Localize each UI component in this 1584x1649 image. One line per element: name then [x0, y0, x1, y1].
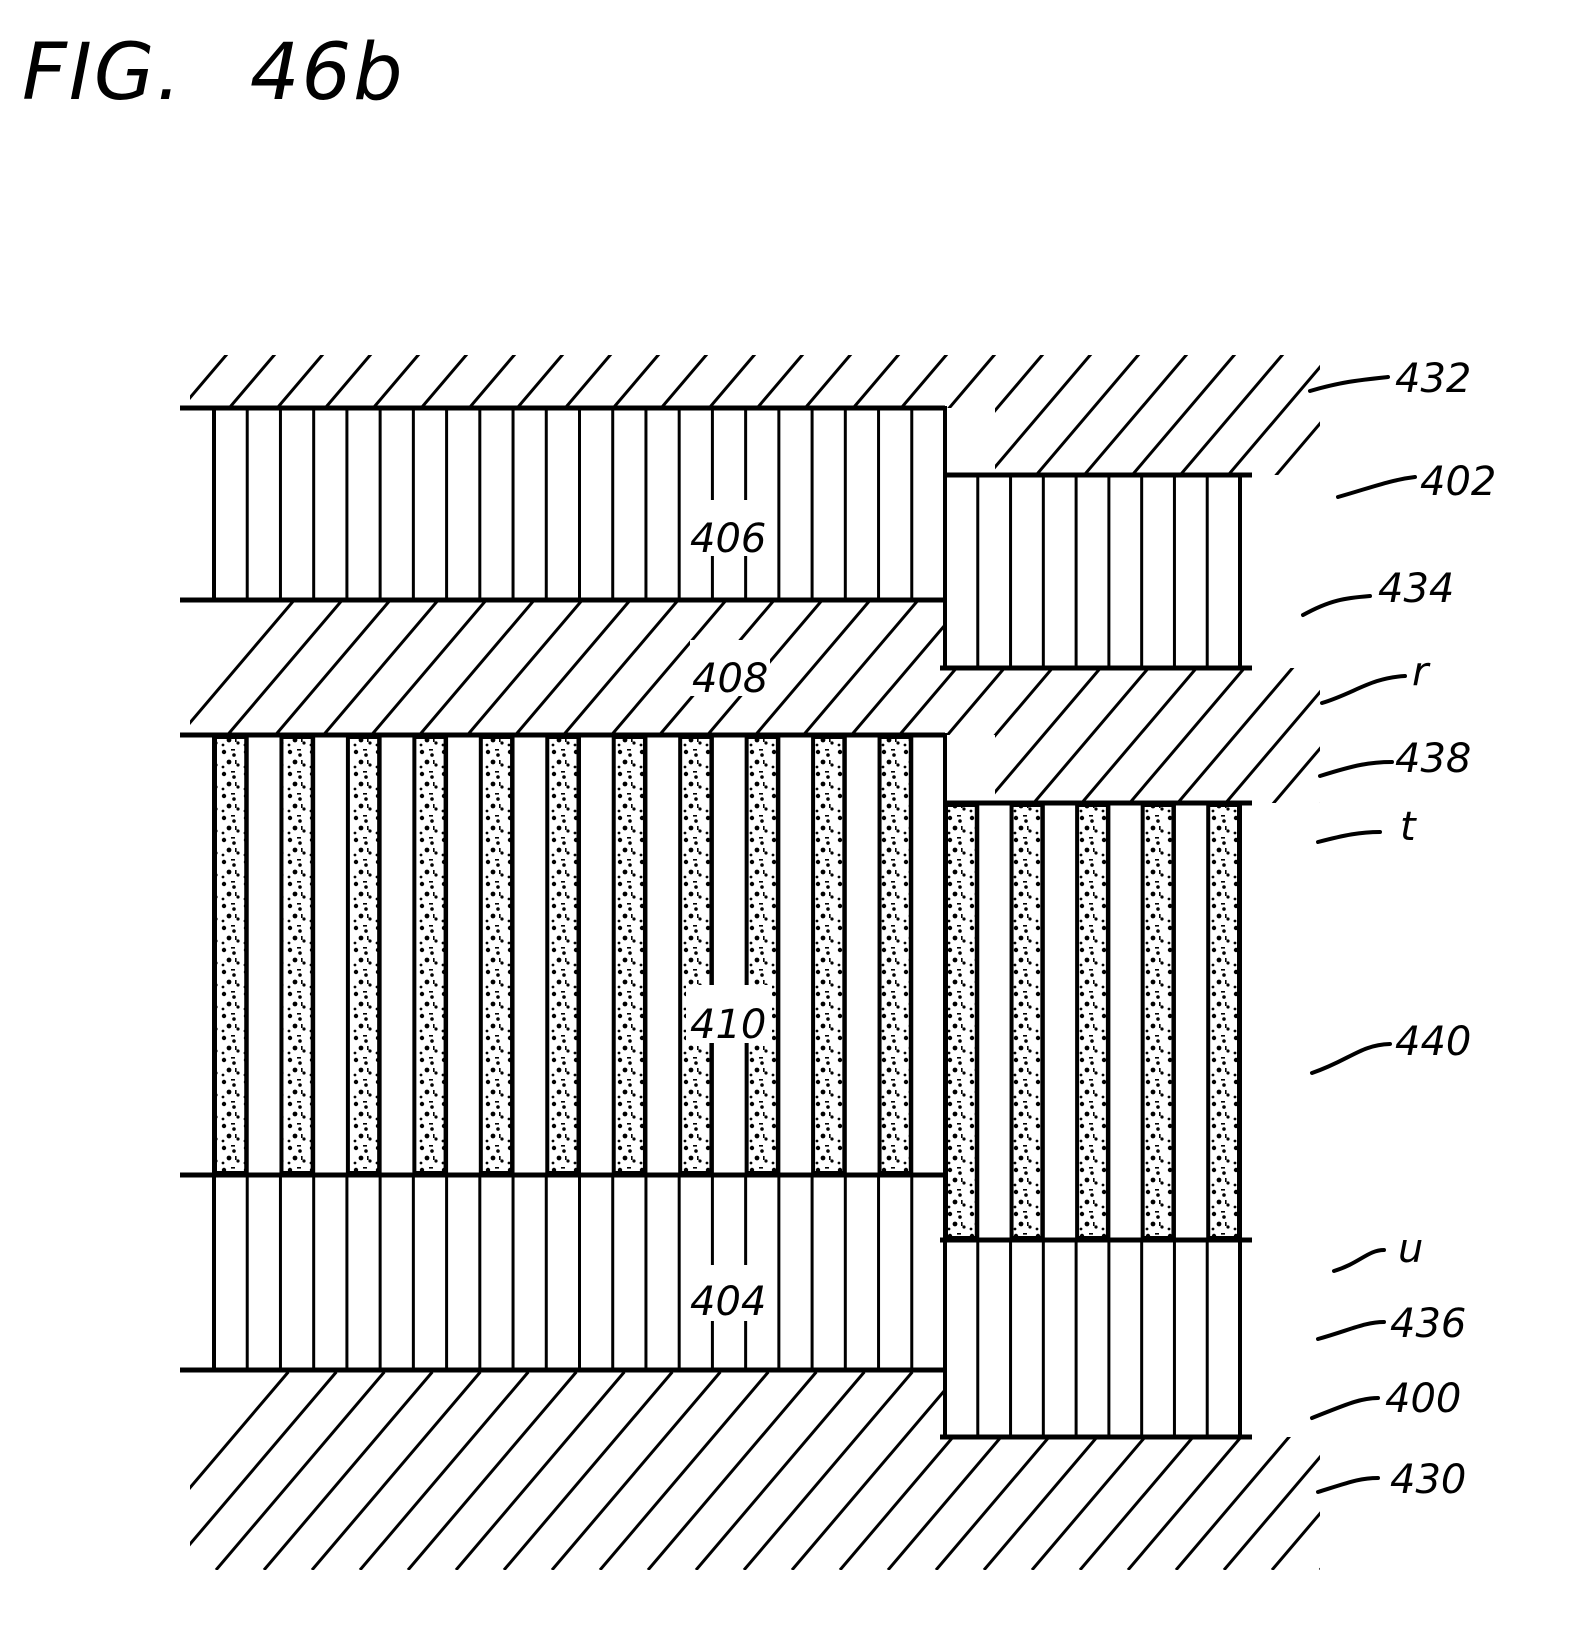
stipple-column: [747, 737, 778, 1173]
hatch-line: [456, 1372, 624, 1570]
hatch-line: [504, 1372, 672, 1570]
hatch-line: [1224, 1372, 1392, 1570]
leader-434: [1303, 596, 1370, 615]
leader-u: [1334, 1250, 1384, 1271]
hatch-line: [552, 1372, 720, 1570]
hatch-line: [1272, 340, 1391, 480]
stipple-column: [547, 737, 578, 1173]
block-440: [945, 803, 1240, 1240]
stipple-column: [680, 737, 711, 1173]
hatch-line: [1176, 340, 1295, 480]
inner-label-408: 408: [690, 640, 770, 702]
stipple-column: [348, 737, 379, 1173]
leader-400: [1312, 1398, 1378, 1418]
hatch-line: [600, 1372, 768, 1570]
leader-438: [1320, 762, 1392, 776]
hatch-line: [984, 340, 1103, 480]
callout-436: 436: [1390, 1301, 1466, 1347]
leader-432: [1310, 377, 1388, 391]
label-408: 408: [692, 656, 768, 702]
hatch-line: [264, 1372, 432, 1570]
hatch-line: [936, 340, 1055, 480]
block-410: [214, 735, 945, 1175]
hatch-line: [408, 1372, 576, 1570]
hatch-line: [360, 1372, 528, 1570]
label-410: 410: [690, 1002, 766, 1048]
block-outline: [945, 475, 1240, 668]
leader-436: [1318, 1322, 1384, 1339]
callout-r: r: [1412, 649, 1431, 695]
hatch-region-430: [120, 1372, 1584, 1570]
callout-402: 402: [1420, 459, 1496, 505]
hatch-line: [648, 1372, 816, 1570]
label-406: 406: [690, 516, 766, 562]
stipple-column: [1208, 805, 1239, 1238]
stipple-column: [414, 737, 445, 1173]
hatch-line: [1224, 340, 1343, 480]
label-404: 404: [690, 1279, 766, 1325]
hatch-line: [120, 1372, 288, 1570]
hatch-line: [216, 1372, 384, 1570]
hatch-line: [1032, 340, 1151, 480]
stipple-column: [880, 737, 911, 1173]
stipple-column: [1077, 805, 1108, 1238]
hatch-line: [696, 1372, 864, 1570]
leader-402: [1338, 477, 1415, 497]
leader-t: [1318, 832, 1380, 842]
stipple-column: [1143, 805, 1174, 1238]
inner-label-404: 404: [686, 1265, 770, 1325]
inner-label-406: 406: [688, 500, 768, 562]
stipple-column: [281, 737, 312, 1173]
hatch-line: [1128, 340, 1247, 480]
hatch-line: [744, 1372, 912, 1570]
callout-400: 400: [1385, 1376, 1461, 1422]
hatch-line: [168, 1372, 336, 1570]
block-406: [214, 408, 945, 600]
block-436: [945, 1240, 1240, 1437]
callout-438: 438: [1395, 736, 1471, 782]
stipple-column: [1012, 805, 1043, 1238]
callout-434: 434: [1378, 566, 1454, 612]
callout-440: 440: [1395, 1019, 1471, 1065]
block-434: [945, 475, 1240, 668]
callout-430: 430: [1390, 1457, 1466, 1503]
stipple-column: [946, 805, 977, 1238]
stipple-column: [614, 737, 645, 1173]
leader-430: [1318, 1478, 1378, 1492]
callout-432: 432: [1395, 356, 1471, 402]
hatch-line: [1080, 340, 1199, 480]
block-404: [214, 1175, 945, 1370]
leader-440: [1312, 1044, 1390, 1073]
callout-t: t: [1400, 804, 1417, 850]
stipple-column: [481, 737, 512, 1173]
stipple-column: [813, 737, 844, 1173]
block-outline: [945, 1240, 1240, 1437]
stipple-column: [215, 737, 246, 1173]
hatch-line: [312, 1372, 480, 1570]
callout-u: u: [1398, 1226, 1423, 1272]
hatch-line: [1224, 598, 1400, 805]
hatch-line: [792, 1372, 960, 1570]
leader-r: [1322, 676, 1405, 703]
inner-label-410: 410: [686, 985, 772, 1048]
